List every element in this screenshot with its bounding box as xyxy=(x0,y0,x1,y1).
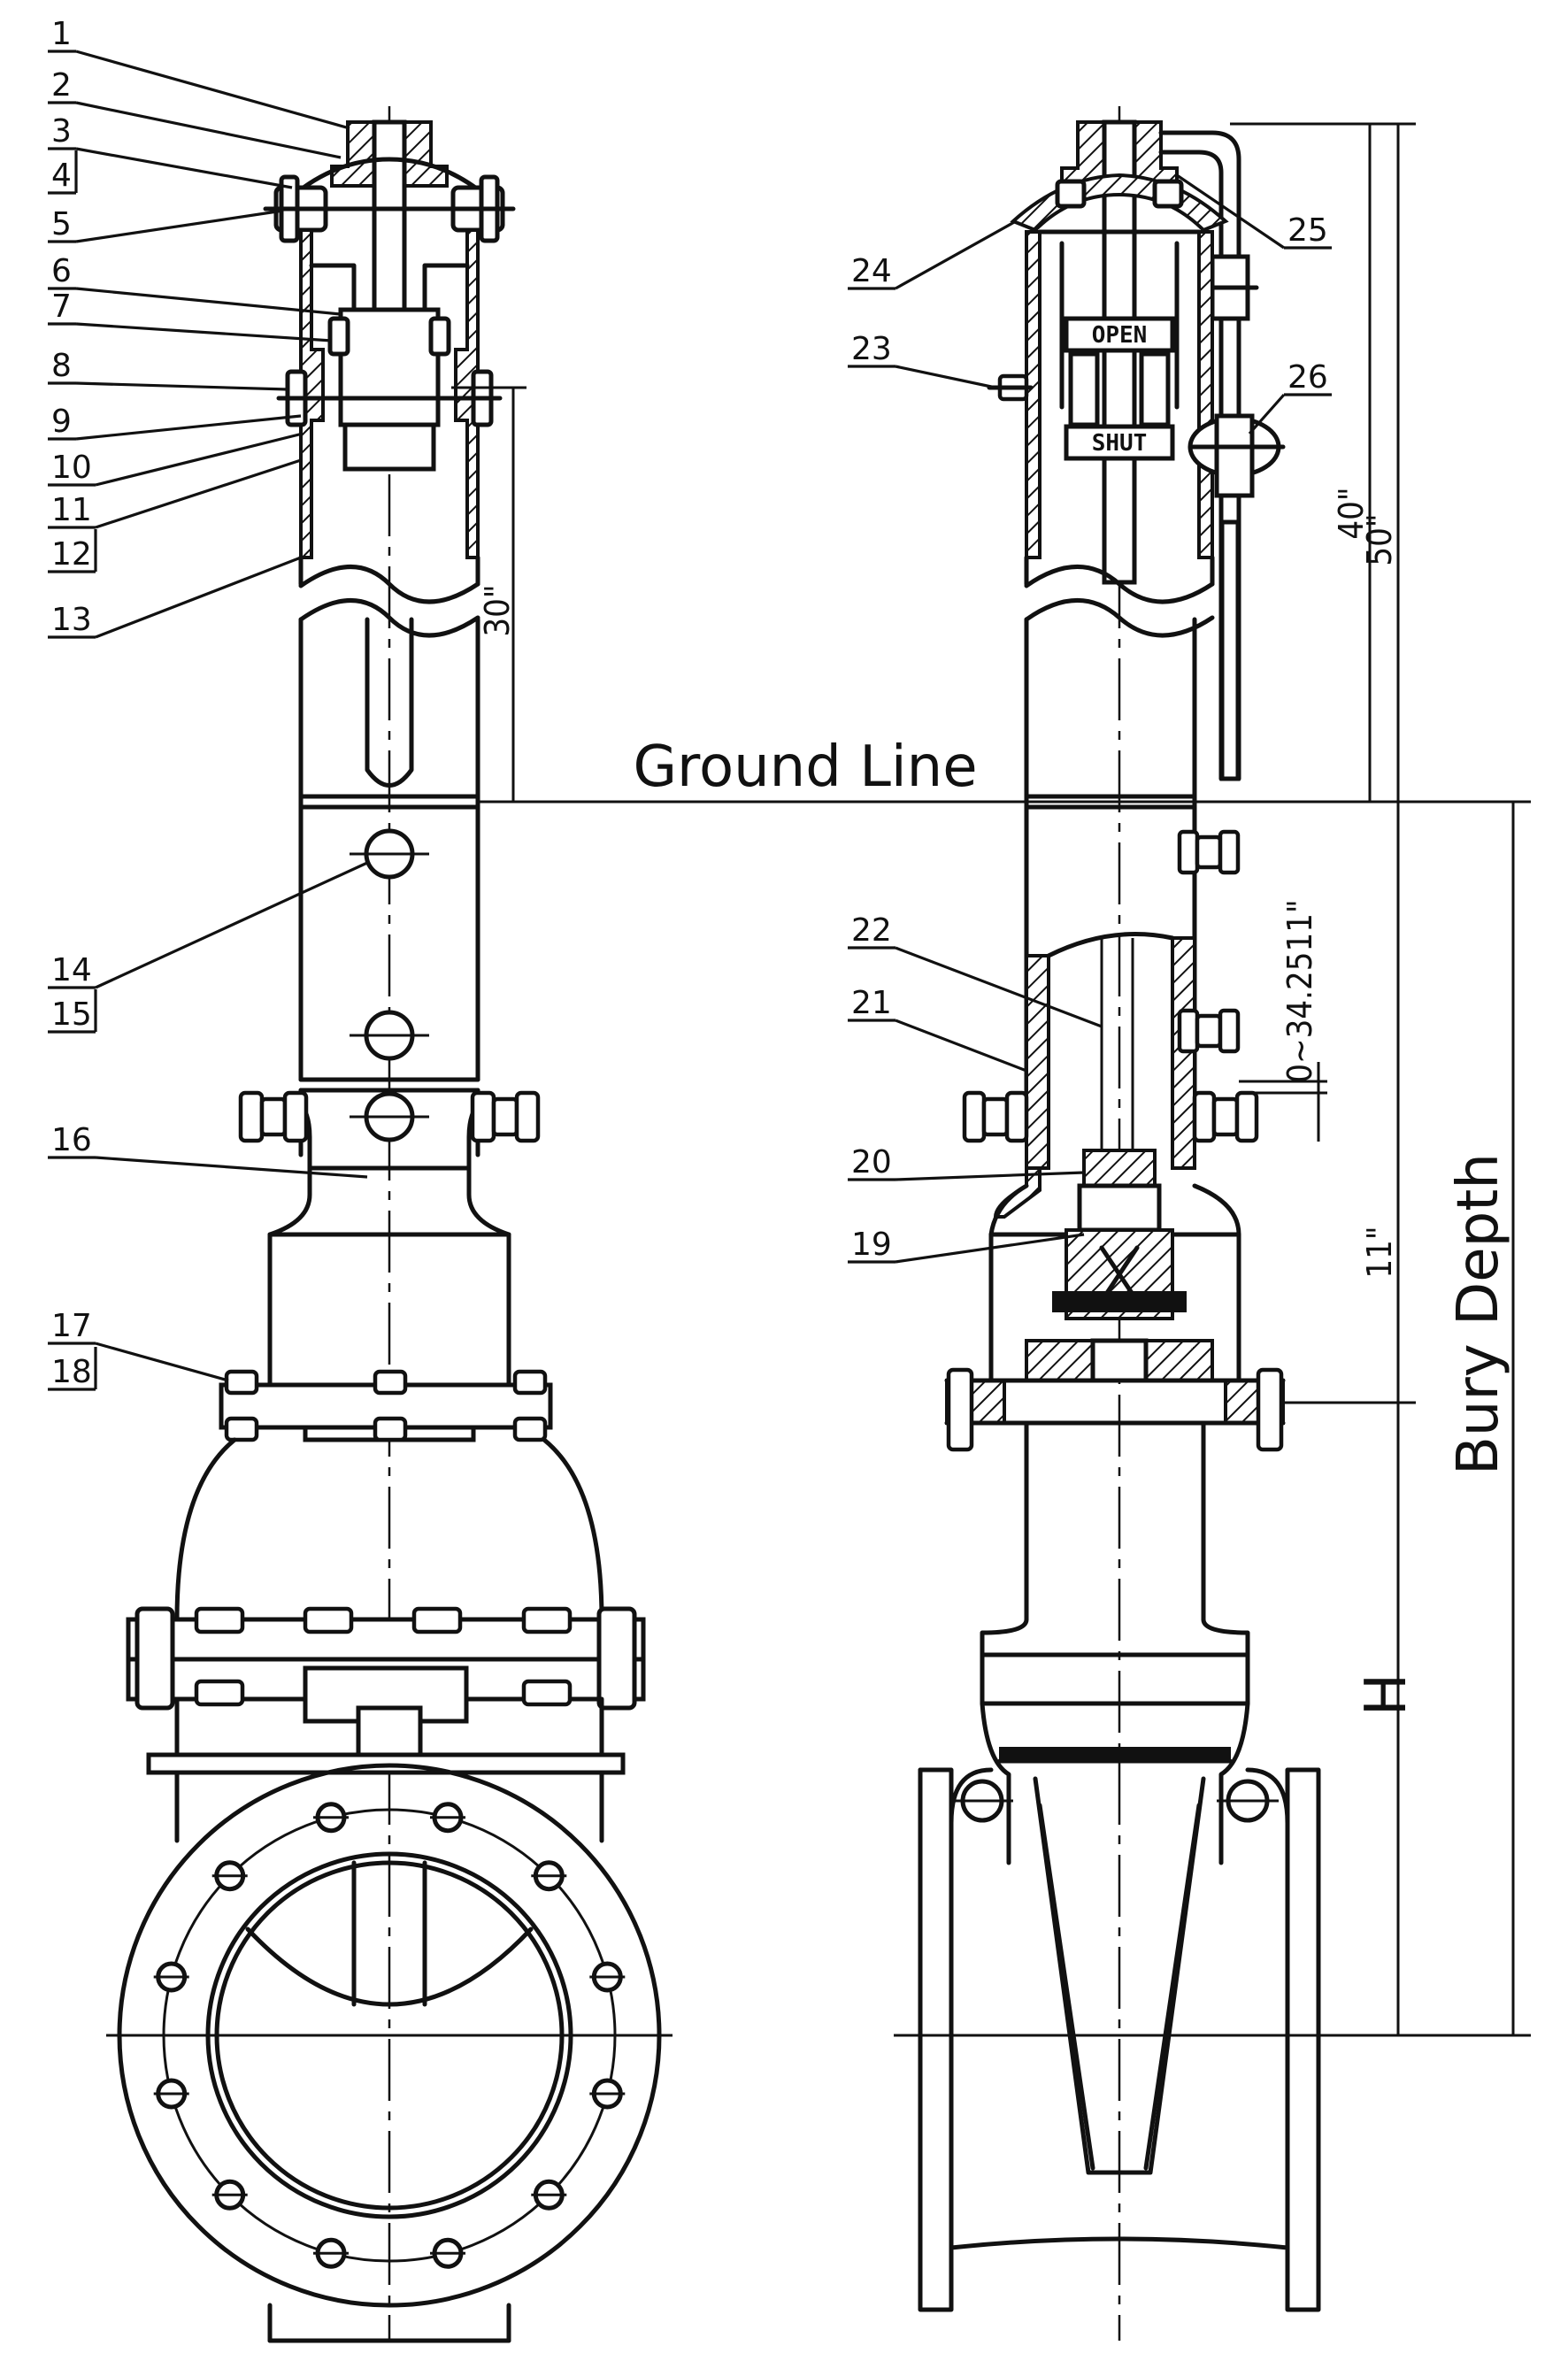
left-bonnet-cap xyxy=(263,157,516,243)
callout-leader xyxy=(95,1342,229,1382)
callout-9: 9 xyxy=(51,404,72,440)
callout-leader xyxy=(95,861,368,989)
callout-leader xyxy=(1176,173,1285,250)
callout-leader xyxy=(75,209,284,243)
left-view xyxy=(106,106,673,2343)
left-body-neck xyxy=(146,1696,626,1843)
callout-7: 7 xyxy=(51,288,72,325)
callout-leader xyxy=(95,556,302,639)
callout-22: 22 xyxy=(851,912,892,949)
dim-30-label: 30" xyxy=(478,584,517,636)
callout-13: 13 xyxy=(51,602,92,638)
nameplate-open-text: OPEN xyxy=(1092,322,1148,349)
left-end-flange xyxy=(106,1763,673,2343)
right-bonnet-flange xyxy=(944,1367,1286,1452)
callout-4: 4 xyxy=(51,158,72,194)
right-view: OPEN SHUT xyxy=(894,106,1345,2341)
left-upper-housing xyxy=(276,228,503,559)
callout-leader xyxy=(895,365,996,389)
callout-23: 23 xyxy=(851,331,892,367)
left-bonnet-flange xyxy=(219,1369,553,1442)
callout-leader xyxy=(895,946,1103,1028)
left-body-flange-nuts xyxy=(194,1606,573,1724)
left-body-flange xyxy=(126,1606,646,1724)
callout-12: 12 xyxy=(51,536,92,573)
callout-5: 5 xyxy=(51,206,72,242)
callout-leader xyxy=(75,50,350,130)
callout-leader xyxy=(75,414,302,441)
left-coupling xyxy=(238,1088,541,1171)
left-flange-bolts xyxy=(224,1369,548,1442)
callout-leader xyxy=(95,432,304,487)
callout-6: 6 xyxy=(51,253,72,289)
right-body xyxy=(894,1420,1345,2312)
left-bonnet-adapter xyxy=(267,1165,511,1388)
callout-1: 1 xyxy=(51,16,72,52)
callout-16: 16 xyxy=(51,1122,92,1158)
callout-26: 26 xyxy=(1287,359,1328,396)
right-bonnet-adapter xyxy=(988,1149,1241,1383)
left-coupling-bolt-left xyxy=(238,1090,309,1143)
callout-10: 10 xyxy=(51,450,92,486)
dim-50-label: 50" xyxy=(1360,513,1399,565)
right-bonnet-cap xyxy=(1010,173,1229,233)
callout-15: 15 xyxy=(51,996,92,1033)
right-indicator-tube xyxy=(1158,130,1259,781)
dim-40-label: 40" xyxy=(1332,487,1371,539)
callout-leader xyxy=(75,381,288,391)
callout-leader xyxy=(95,458,302,529)
ground-line-label: Ground Line xyxy=(633,734,977,800)
dim-11-label: 11" xyxy=(1360,1226,1399,1278)
right-pipe-bolts xyxy=(962,829,1259,1143)
callout-leader xyxy=(1248,393,1286,435)
callout-leader xyxy=(895,1233,1085,1264)
nameplate-shut-text: SHUT xyxy=(1092,430,1148,457)
callout-leader xyxy=(75,287,342,316)
callout-leader xyxy=(95,1156,368,1179)
callout-2: 2 xyxy=(51,67,72,104)
callout-leader xyxy=(75,322,333,342)
callout-19: 19 xyxy=(851,1227,892,1263)
callout-leader xyxy=(75,147,293,189)
callout-leader xyxy=(75,101,342,159)
dimension-labels: 30" 40" 50" 0~34.2511" 11" Bury Depth H xyxy=(478,487,1511,1716)
callout-21: 21 xyxy=(851,985,892,1021)
callout-20: 20 xyxy=(851,1144,892,1180)
callout-25: 25 xyxy=(1287,212,1328,249)
callout-leader xyxy=(895,1019,1027,1073)
left-end-flange-bolt-holes xyxy=(153,1802,626,2269)
dim-extension-label: 0~34.2511" xyxy=(1280,899,1319,1082)
dimension-lines xyxy=(451,122,1531,2037)
callout-8: 8 xyxy=(51,348,72,384)
part-callouts: 1234567891011121314151617181920212223242… xyxy=(48,16,1332,1391)
callout-3: 3 xyxy=(51,113,72,150)
callout-14: 14 xyxy=(51,952,92,988)
callout-leader xyxy=(895,219,1017,290)
right-extension-pipe xyxy=(962,555,1259,1170)
bury-depth-label: Bury Depth xyxy=(1446,1153,1511,1475)
callout-leader xyxy=(895,1171,1085,1181)
callout-17: 17 xyxy=(51,1308,92,1344)
callout-18: 18 xyxy=(51,1354,92,1390)
h-label: H xyxy=(1354,1673,1419,1716)
callout-11: 11 xyxy=(51,492,92,528)
left-extension-pipe xyxy=(298,555,480,1093)
callout-24: 24 xyxy=(851,253,892,289)
left-coupling-bolt-right xyxy=(470,1090,541,1143)
